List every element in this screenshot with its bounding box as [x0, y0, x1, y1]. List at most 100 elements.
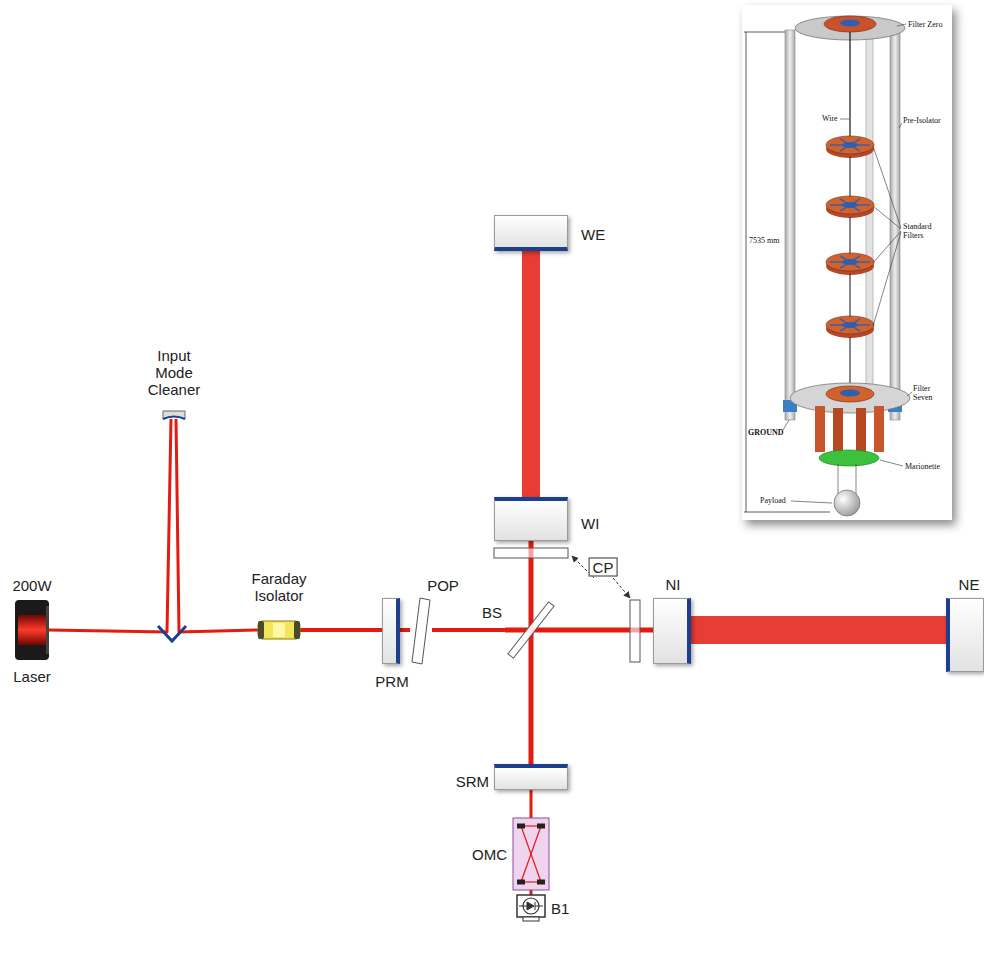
laser-beam	[529, 656, 534, 764]
payload-wire	[838, 464, 839, 496]
laser-beam	[432, 628, 505, 632]
component-label: NE	[959, 576, 980, 593]
chain-wire	[850, 217, 851, 253]
end-mirror: NE	[946, 598, 984, 672]
splitter-plate	[508, 602, 554, 658]
leader-line	[783, 420, 789, 430]
superattenuator-inset	[742, 5, 952, 520]
leader-line	[840, 119, 849, 120]
shape-outline	[15, 600, 49, 660]
filter-top	[826, 196, 874, 214]
leader-arrow	[613, 578, 630, 598]
dimension-tick	[744, 32, 785, 33]
marionette-arm	[833, 408, 843, 454]
suspension-wire	[849, 32, 850, 140]
output-mode-cleaner: OMC	[513, 818, 549, 890]
isolator-end	[258, 621, 264, 639]
inset-card	[742, 5, 952, 520]
chain-wire	[850, 274, 851, 316]
filter-top	[826, 316, 874, 334]
faraday-isolator: Faraday Isolator	[258, 621, 300, 639]
marionette-arm	[874, 406, 884, 452]
shape-outline	[258, 621, 300, 639]
detector-body	[517, 895, 545, 917]
mirror-coating	[163, 417, 185, 420]
cavity-mirror	[517, 824, 525, 829]
laser-beam	[300, 628, 382, 632]
component-label: Faraday Isolator	[244, 570, 314, 604]
payload-mirror	[834, 490, 860, 516]
component-label: OMC	[472, 846, 507, 863]
part-label: GROUND	[748, 428, 784, 437]
chain-wire	[850, 337, 851, 386]
dimension-tick	[744, 512, 830, 513]
shape-outline	[505, 604, 557, 656]
part-label: Payload	[760, 496, 786, 505]
component-label: PRM	[375, 673, 408, 690]
leader-line	[899, 123, 902, 128]
laser-glow	[18, 615, 46, 645]
component-label: Laser	[13, 668, 51, 685]
detector-base	[523, 917, 539, 921]
photodiode: B1	[517, 895, 545, 921]
isolator-body	[258, 621, 300, 639]
filter-center	[842, 202, 858, 208]
callout-label: CP	[589, 558, 618, 577]
standard-filters	[826, 136, 874, 386]
component-label: NI	[666, 576, 681, 593]
part-label: Filter Seven	[913, 384, 943, 402]
chain-wire	[850, 157, 851, 196]
part-label: Filter Zero	[908, 20, 942, 29]
cavity-beam	[521, 826, 541, 882]
laser-beam	[400, 628, 410, 632]
mode-cleaner-mirror: Input Mode Cleaner	[163, 411, 185, 419]
laser-beam	[691, 616, 946, 644]
part-label: Wire	[822, 114, 838, 123]
component-label: 200W	[12, 577, 51, 594]
beam-splitter: BS	[505, 604, 557, 656]
laser-face	[46, 606, 49, 654]
component-label: WI	[581, 515, 599, 532]
compensation-plate	[494, 548, 568, 558]
filter-blade	[840, 20, 860, 27]
filter-center	[842, 322, 858, 328]
isolator-end	[294, 621, 300, 639]
cavity-mirror	[537, 824, 545, 829]
steering-mirror	[158, 626, 186, 641]
signal-recycling-mirror: SRM	[494, 764, 568, 790]
laser-source: 200WLaser	[15, 600, 49, 660]
part-label: Standard Filters	[903, 222, 943, 240]
pick-off-plate	[412, 598, 430, 664]
payload-wire	[856, 464, 857, 496]
pick-off-plate: POP	[410, 598, 432, 664]
cavity-mirror	[517, 880, 525, 885]
ground-ring	[790, 383, 910, 413]
cavity-mirror	[537, 880, 545, 885]
shape-outline	[410, 598, 432, 664]
component-label: B1	[551, 900, 569, 917]
marionette-arm	[856, 408, 866, 454]
diode-symbol	[519, 902, 543, 910]
leader-line	[880, 460, 903, 466]
shape-outline	[513, 818, 549, 890]
laser-beam	[49, 419, 171, 632]
laser-beam	[176, 419, 258, 632]
compensation-plate	[630, 600, 640, 662]
component-label: WE	[581, 226, 605, 243]
end-mirror: WE	[494, 215, 568, 251]
component-label: POP	[427, 577, 459, 594]
dimension-line	[746, 32, 747, 512]
filter-center	[842, 142, 858, 148]
laser-beam	[530, 790, 533, 818]
component-label: BS	[482, 604, 502, 621]
filter-top	[826, 136, 874, 154]
filter-blade	[840, 390, 860, 397]
shape-outline	[163, 411, 185, 419]
pre-isolator-leg	[890, 30, 900, 420]
part-label: Pre-Isolator	[903, 116, 941, 125]
part-label: Marionette	[905, 462, 940, 471]
marionette-arm	[815, 406, 825, 452]
pre-isolator-leg	[785, 30, 795, 420]
curved-mirror	[163, 411, 185, 419]
leader-line	[873, 146, 901, 228]
